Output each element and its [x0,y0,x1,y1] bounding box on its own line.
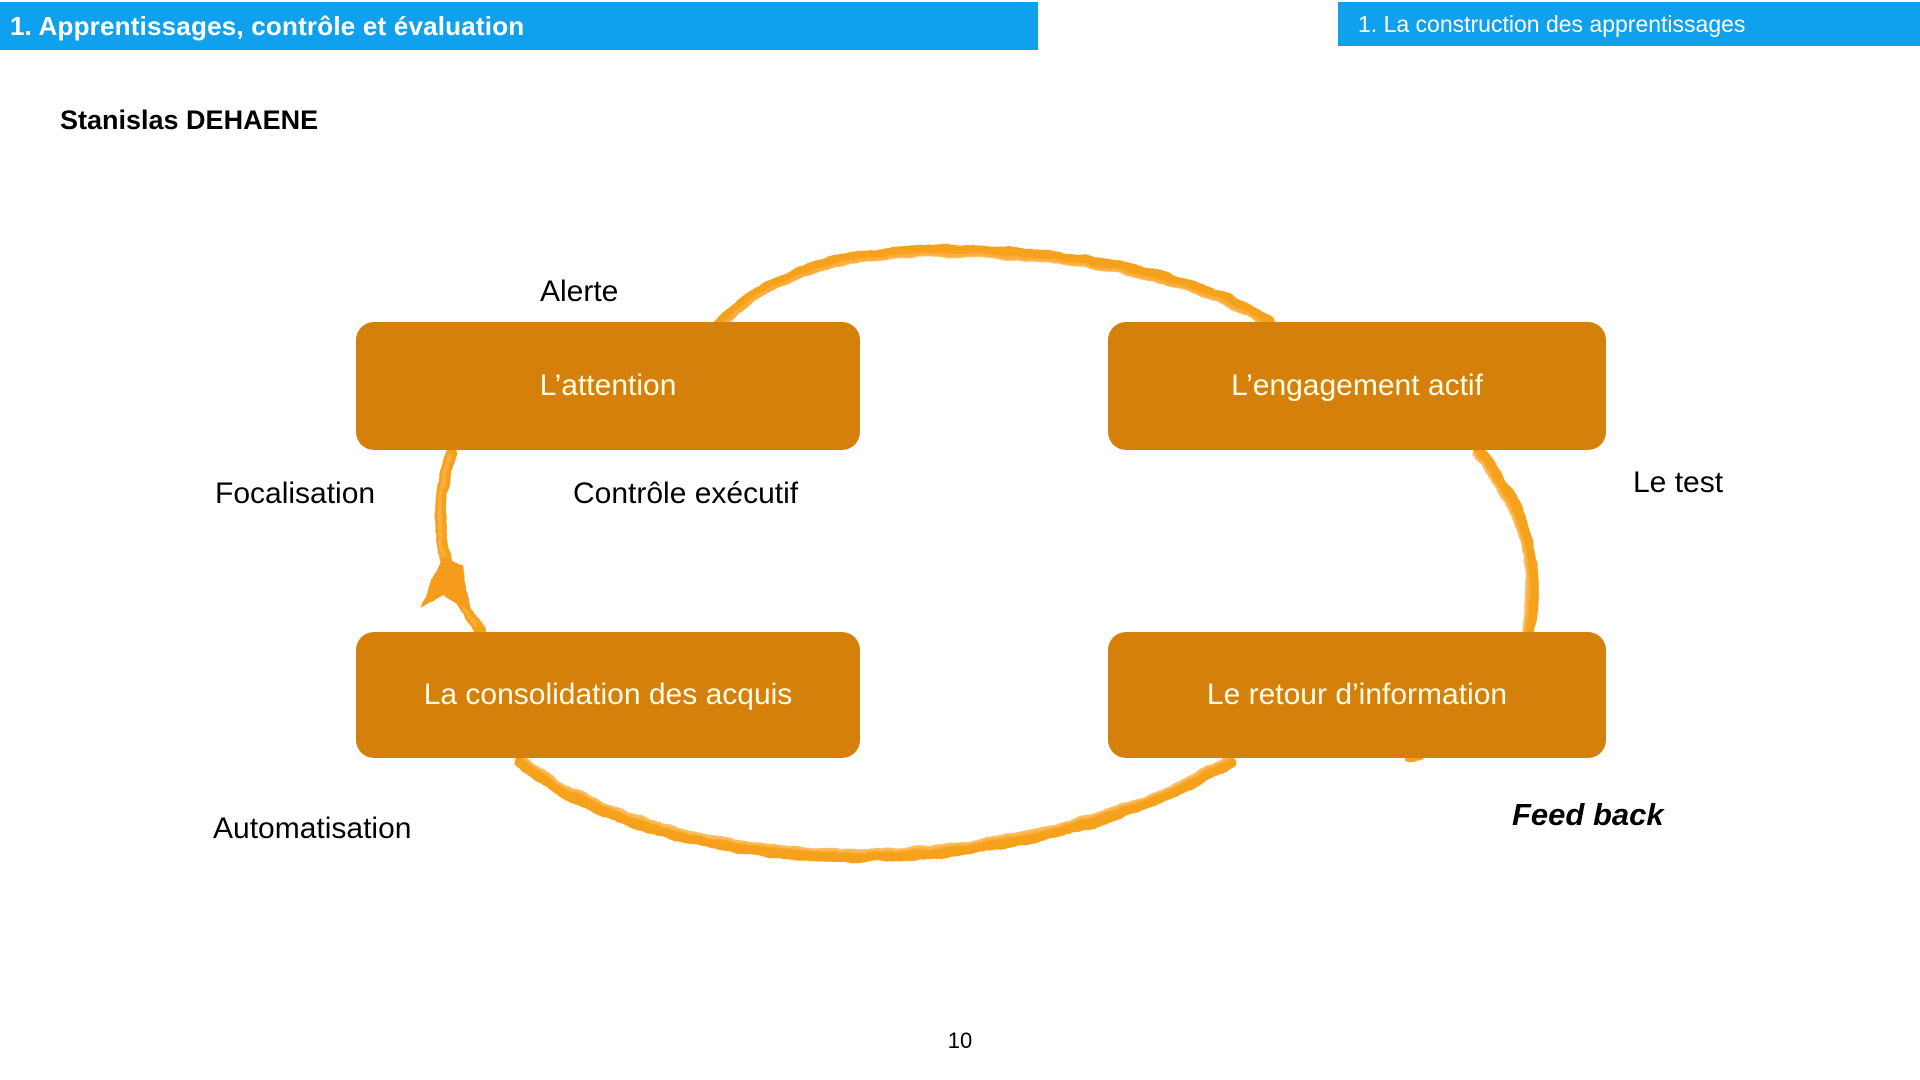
author-name: Stanislas DEHAENE [60,105,319,135]
node-attention[interactable]: L’attention [356,322,860,450]
label-focalisation: Focalisation [215,477,376,510]
label-feed-back: Feed back [1512,797,1664,832]
label-automatisation: Automatisation [213,812,412,845]
arc-bottom [514,755,1236,863]
label-controle-executif: Contrôle exécutif [573,477,799,510]
node-consolidation-des-acquis[interactable]: La consolidation des acquis [356,632,860,758]
node-engagement-actif[interactable]: L’engagement actif [1108,322,1606,450]
header-banner-left: 1. Apprentissages, contrôle et évaluatio… [0,2,1038,50]
label-le-test: Le test [1633,466,1724,499]
arc-left [435,446,486,636]
label-alerte: Alerte [540,275,619,308]
header-banner-right: 1. La construction des apprentissages [1338,2,1920,46]
arrowhead-left-icon [420,556,472,612]
page-number: 10 [947,1028,973,1053]
node-retour-information[interactable]: Le retour d’information [1108,632,1606,758]
